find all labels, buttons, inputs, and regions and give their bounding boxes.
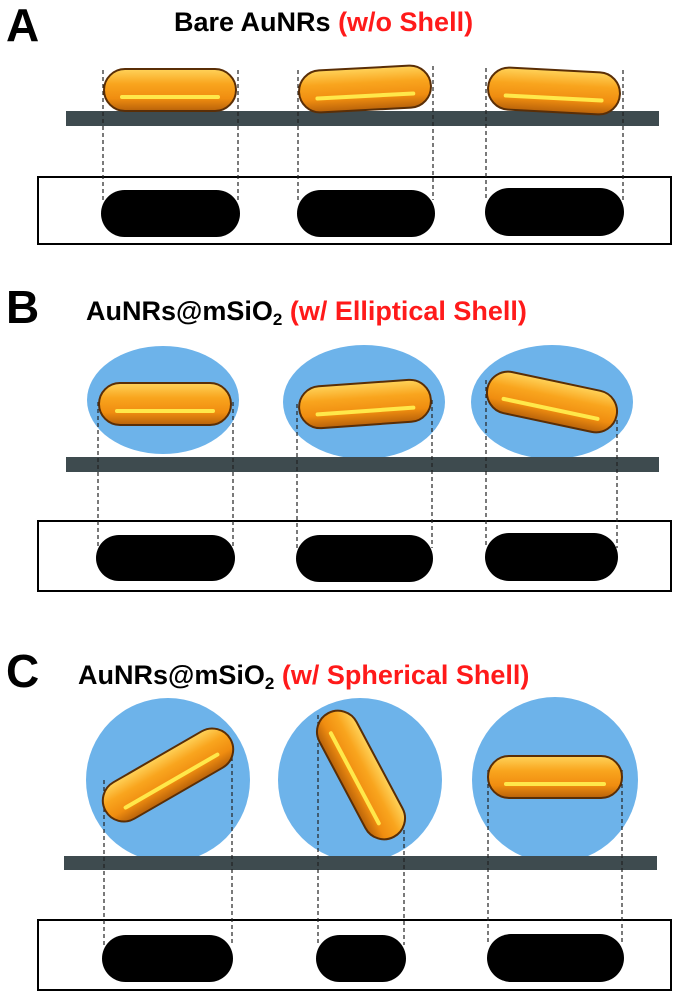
rod-projection xyxy=(485,533,618,581)
panel-letter-c: C xyxy=(6,645,40,697)
gold-nanorod xyxy=(298,64,432,114)
panel-title-qualifier: (w/ Spherical Shell) xyxy=(281,660,530,690)
panel-c xyxy=(37,697,672,991)
panel-title-a: Bare AuNRs (w/o Shell) xyxy=(174,9,473,36)
projection-frame xyxy=(37,176,672,245)
panel-title-subscript: 2 xyxy=(272,310,283,329)
gold-nanorod xyxy=(315,709,407,841)
gold-nanorod xyxy=(101,727,235,823)
panel-title-main: Bare AuNRs xyxy=(174,7,331,37)
projection-guides xyxy=(97,380,618,548)
rod-projection xyxy=(101,190,240,237)
gold-nanorod xyxy=(487,755,623,799)
projection-guides xyxy=(103,715,623,945)
rod-projection xyxy=(297,190,435,237)
panel-title-qualifier: (w/o Shell) xyxy=(338,7,474,37)
gold-nanorod xyxy=(103,68,237,112)
rod-projection xyxy=(316,935,406,982)
rod-projection xyxy=(485,188,624,236)
panel-title-main: AuNRs@mSiO xyxy=(86,296,273,326)
panel-title-qualifier: (w/ Elliptical Shell) xyxy=(289,296,527,326)
substrate-bar xyxy=(66,457,659,472)
rod-projection xyxy=(102,935,233,982)
rod-projection xyxy=(296,535,433,582)
projection-guides xyxy=(102,66,624,200)
panel-title-subscript: 2 xyxy=(264,674,275,693)
panel-letter-b: B xyxy=(6,281,40,333)
gold-nanorod xyxy=(485,370,619,434)
rod-projection xyxy=(96,535,235,581)
panel-a xyxy=(37,64,672,245)
substrate-bar xyxy=(64,856,657,870)
rod-projection xyxy=(487,934,624,982)
gold-nanorod xyxy=(98,382,232,426)
projection-frame xyxy=(37,919,672,991)
panel-title-c: AuNRs@mSiO2 (w/ Spherical Shell) xyxy=(78,660,530,693)
panel-letter-a: A xyxy=(6,0,40,51)
panel-b xyxy=(37,345,672,592)
substrate-bar xyxy=(66,111,659,126)
gold-nanorod xyxy=(298,378,432,430)
gold-nanorod xyxy=(487,66,621,116)
panel-title-b: AuNRs@mSiO2 (w/ Elliptical Shell) xyxy=(86,296,527,329)
projection-frame xyxy=(37,520,672,592)
panel-title-main: AuNRs@mSiO xyxy=(78,660,265,690)
